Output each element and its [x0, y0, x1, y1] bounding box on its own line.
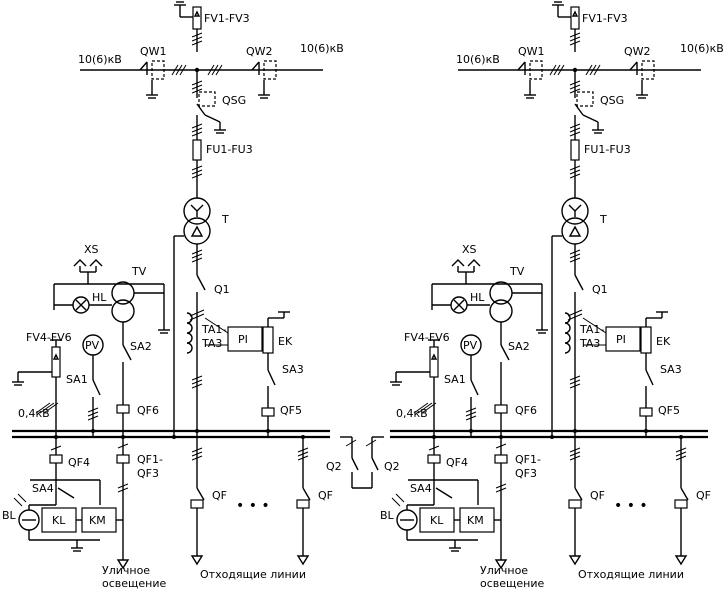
label-xs: XS — [84, 243, 99, 256]
label-qw1: QW1 — [140, 45, 167, 58]
label-qf5: QF5 — [658, 404, 680, 417]
label-q1: Q1 — [214, 283, 230, 296]
label-kl: KL — [430, 514, 444, 527]
label-fv-top: FV1-FV3 — [582, 12, 628, 25]
label-hv-left: 10(6)кВ — [456, 53, 500, 66]
substation-left: FV1-FV3 QW1 QW2 10(6)кВ 10(6)кВ QSG FU1-… — [2, 0, 344, 590]
label-km: KM — [467, 514, 484, 527]
label-ta-bottom: TA3 — [579, 337, 600, 350]
label-ta-bottom: TA3 — [201, 337, 222, 350]
label-km: KM — [89, 514, 106, 527]
label-qf1-top: QF1- — [515, 453, 541, 466]
label-fu: FU1-FU3 — [584, 143, 631, 156]
substation-right: FV1-FV3 QW1 QW2 10(6)кВ 10(6)кВ QSG FU1-… — [380, 0, 723, 590]
label-street-2: освещение — [102, 577, 166, 590]
label-lv: 0,4кВ — [396, 407, 428, 420]
label-qf1-bottom: QF3 — [515, 467, 537, 480]
label-sa2: SA2 — [130, 340, 152, 353]
label-pi: PI — [238, 333, 248, 346]
label-qw1: QW1 — [518, 45, 545, 58]
label-hl: HL — [92, 291, 107, 304]
label-ta-top: TA1- — [579, 323, 604, 336]
label-q1: Q1 — [592, 283, 608, 296]
label-pv: PV — [463, 339, 478, 352]
label-pi: PI — [616, 333, 626, 346]
label-qf4: QF4 — [446, 456, 468, 469]
label-fv-low: FV4-FV6 — [26, 331, 72, 344]
label-sa3: SA3 — [660, 363, 682, 376]
label-lv: 0,4кВ — [18, 407, 50, 420]
label-t: T — [221, 213, 229, 226]
label-qf1-bottom: QF3 — [137, 467, 159, 480]
bus-tie — [340, 436, 384, 489]
label-outgoing: Отходящие линии — [578, 568, 684, 581]
label-t: T — [599, 213, 607, 226]
label-fv-top: FV1-FV3 — [204, 12, 250, 25]
label-qf-b: QF — [318, 489, 333, 502]
label-sa4: SA4 — [410, 482, 432, 495]
label-dots: • • • — [614, 498, 648, 514]
label-qsg: QSG — [222, 94, 246, 107]
label-q2: Q2 — [326, 460, 342, 473]
label-ek: EK — [278, 335, 293, 348]
label-qf1-top: QF1- — [137, 453, 163, 466]
label-street-1: Уличное — [102, 564, 150, 577]
label-qw2: QW2 — [624, 45, 651, 58]
label-hl: HL — [470, 291, 485, 304]
label-fv-low: FV4-FV6 — [404, 331, 450, 344]
label-qf-a: QF — [590, 489, 605, 502]
label-qf4: QF4 — [68, 456, 90, 469]
label-bl: BL — [380, 509, 395, 522]
label-hv-right: 10(6)кВ — [300, 42, 344, 55]
label-sa2: SA2 — [508, 340, 530, 353]
label-sa1: SA1 — [444, 373, 466, 386]
label-pv: PV — [85, 339, 100, 352]
label-tv: TV — [131, 265, 147, 278]
label-kl: KL — [52, 514, 66, 527]
label-tv: TV — [509, 265, 525, 278]
label-qf5: QF5 — [280, 404, 302, 417]
label-outgoing: Отходящие линии — [200, 568, 306, 581]
label-qf-b: QF — [696, 489, 711, 502]
label-street-2: освещение — [480, 577, 544, 590]
label-ta-top: TA1- — [201, 323, 226, 336]
label-qf-a: QF — [212, 489, 227, 502]
label-dots: • • • — [236, 498, 270, 514]
label-ek: EK — [656, 335, 671, 348]
label-qw2: QW2 — [246, 45, 273, 58]
label-xs: XS — [462, 243, 477, 256]
label-hv-left: 10(6)кВ — [78, 53, 122, 66]
label-bl: BL — [2, 509, 17, 522]
label-q2: Q2 — [384, 460, 400, 473]
label-qf6: QF6 — [515, 404, 537, 417]
label-street-1: Уличное — [480, 564, 528, 577]
label-sa4: SA4 — [32, 482, 54, 495]
label-qf6: QF6 — [137, 404, 159, 417]
label-sa3: SA3 — [282, 363, 304, 376]
label-qsg: QSG — [600, 94, 624, 107]
label-fu: FU1-FU3 — [206, 143, 253, 156]
label-hv-right: 10(6)кВ — [680, 42, 723, 55]
label-sa1: SA1 — [66, 373, 88, 386]
